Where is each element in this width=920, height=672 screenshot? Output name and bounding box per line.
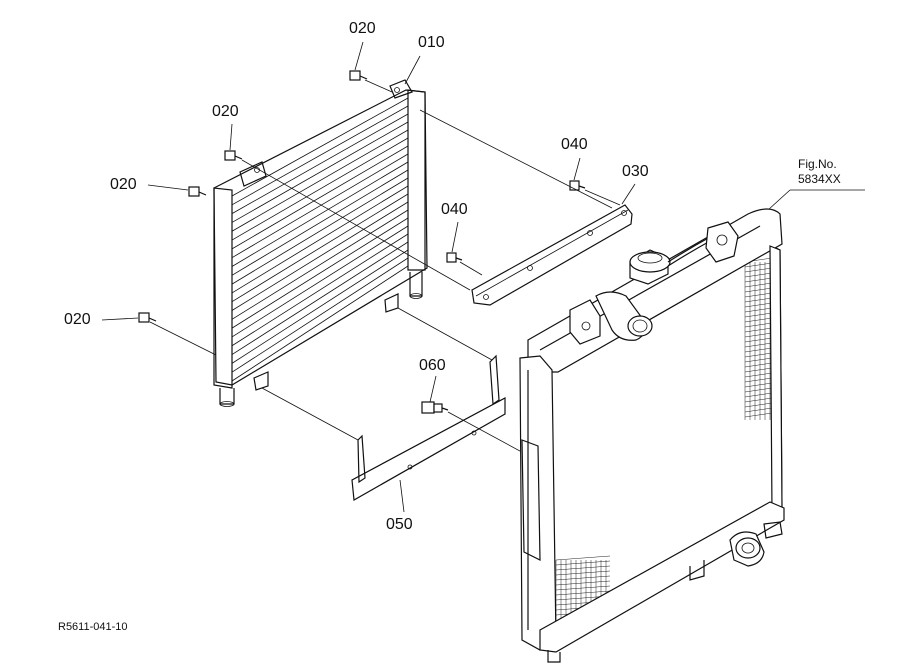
radiator-mesh-line [744, 292, 773, 298]
radiator [519, 208, 785, 663]
cooler-fin [231, 209, 409, 320]
radiator-mesh-line [744, 352, 773, 358]
radiator-mesh-line [744, 282, 773, 288]
cooler-fin [231, 265, 409, 382]
radiator-mesh-line [744, 397, 773, 403]
label-060: 060 [419, 357, 446, 374]
radiator-mesh-line [744, 277, 773, 283]
cooler-fin [231, 177, 409, 285]
radiator-mesh-line [744, 317, 773, 323]
radiator-mesh-line [744, 262, 773, 268]
radiator-mesh-line [744, 372, 773, 378]
radiator-mesh-line [744, 322, 773, 328]
cooler-fin [231, 137, 409, 241]
radiator-mesh-line [744, 412, 773, 418]
radiator-mesh-line [744, 327, 773, 333]
cooler-fin [231, 97, 409, 197]
cooler-fin [231, 113, 409, 214]
figure-ref-line1: Fig.No. [798, 157, 837, 171]
radiator-mesh-line [744, 272, 773, 278]
cooler-fin [231, 169, 409, 276]
cooler-fin [231, 257, 409, 373]
figure-ref-line2: 5834XX [798, 172, 841, 186]
cooler-fin [231, 185, 409, 294]
cooler-fin [231, 129, 409, 232]
label-030: 030 [622, 163, 649, 180]
radiator-mesh-line [744, 392, 773, 398]
radiator-mesh-line [744, 362, 773, 368]
radiator-mesh-line [744, 347, 773, 353]
radiator-mesh-line [744, 387, 773, 393]
radiator-mesh-line [744, 337, 773, 343]
cooler-fin [231, 193, 409, 303]
cooler-fin [231, 201, 409, 311]
cooler-fin [231, 241, 409, 355]
cooler-fin [231, 225, 409, 338]
bolts [138, 70, 586, 414]
figure-ref: Fig.No. 5834XX [798, 157, 841, 187]
radiator-mesh-line [744, 302, 773, 308]
label-020-top: 020 [349, 20, 376, 37]
label-020-mid: 020 [110, 176, 137, 193]
radiator-mesh-line [744, 357, 773, 363]
radiator-mesh-line [555, 555, 611, 561]
radiator-mesh-line [744, 342, 773, 348]
radiator-mesh-line [744, 267, 773, 273]
radiator-mesh-line [744, 332, 773, 338]
bracket-upper [471, 204, 633, 306]
label-040-right: 040 [561, 136, 588, 153]
radiator-mesh-line [744, 287, 773, 293]
bracket-lower [351, 354, 506, 501]
cooler-fin [231, 233, 409, 347]
label-050: 050 [386, 516, 413, 533]
radiator-mesh-line [744, 402, 773, 408]
radiator-mesh-line [744, 307, 773, 313]
label-040-left: 040 [441, 201, 468, 218]
cooler-fin [231, 105, 409, 206]
drawing-code: R5611-041-10 [58, 621, 128, 633]
cooler-fin [231, 121, 409, 223]
radiator-mesh-line [744, 312, 773, 318]
radiator-mesh-line [744, 377, 773, 383]
label-020-low: 020 [64, 311, 91, 328]
cooler-fin [231, 217, 409, 329]
cooler-fin [231, 153, 409, 259]
cooler-fin [231, 145, 409, 250]
oil-cooler [213, 79, 428, 407]
radiator-mesh-line [744, 367, 773, 373]
radiator-mesh-line [744, 407, 773, 413]
cooler-fin [231, 249, 409, 364]
label-020-upper: 020 [212, 103, 239, 120]
radiator-mesh-line [744, 297, 773, 303]
label-010: 010 [418, 34, 445, 51]
radiator-mesh-line [744, 382, 773, 388]
cooler-fin [231, 161, 409, 267]
